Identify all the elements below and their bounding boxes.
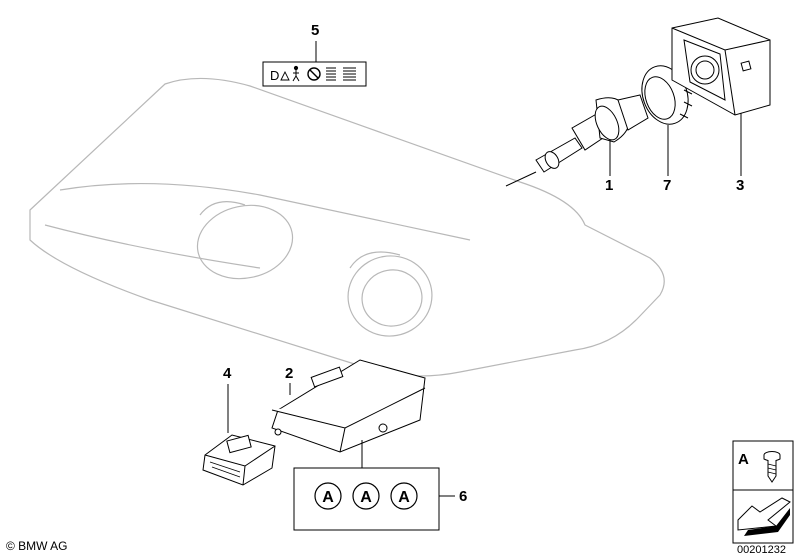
prohibition-icon — [307, 67, 321, 81]
callout-bulb: 1 — [605, 177, 614, 194]
text-lines-icon — [326, 67, 356, 81]
fastener-legend — [732, 440, 794, 544]
screw-set-box: A A A — [293, 467, 455, 531]
callout-label-kit: 5 — [311, 22, 320, 39]
screw-letter: A — [398, 489, 410, 506]
drawing-number: 00201232 — [737, 544, 786, 556]
callout-control-unit: 2 — [285, 365, 294, 382]
ballast-control-unit — [271, 359, 426, 468]
callout-igniter: 3 — [736, 177, 745, 194]
screw-letter: A — [360, 489, 372, 506]
person-warning-icon — [292, 65, 300, 82]
fastener-legend-letter: A — [738, 451, 749, 468]
small-module — [202, 384, 276, 486]
callout-small-module: 4 — [223, 365, 232, 382]
headlight-housing — [29, 77, 665, 377]
callout-screw-set: 6 — [459, 488, 468, 505]
copyright-text: © BMW AG — [6, 539, 68, 553]
svg-text:D: D — [270, 68, 279, 83]
igniter-unit — [671, 17, 771, 176]
xenon-bulb — [505, 94, 649, 187]
screw-letter: A — [322, 489, 334, 506]
direction-arrow-icon — [737, 497, 791, 536]
callout-ring: 7 — [663, 177, 672, 194]
warning-label-kit: D — [262, 41, 367, 87]
screw-icon — [763, 451, 781, 483]
